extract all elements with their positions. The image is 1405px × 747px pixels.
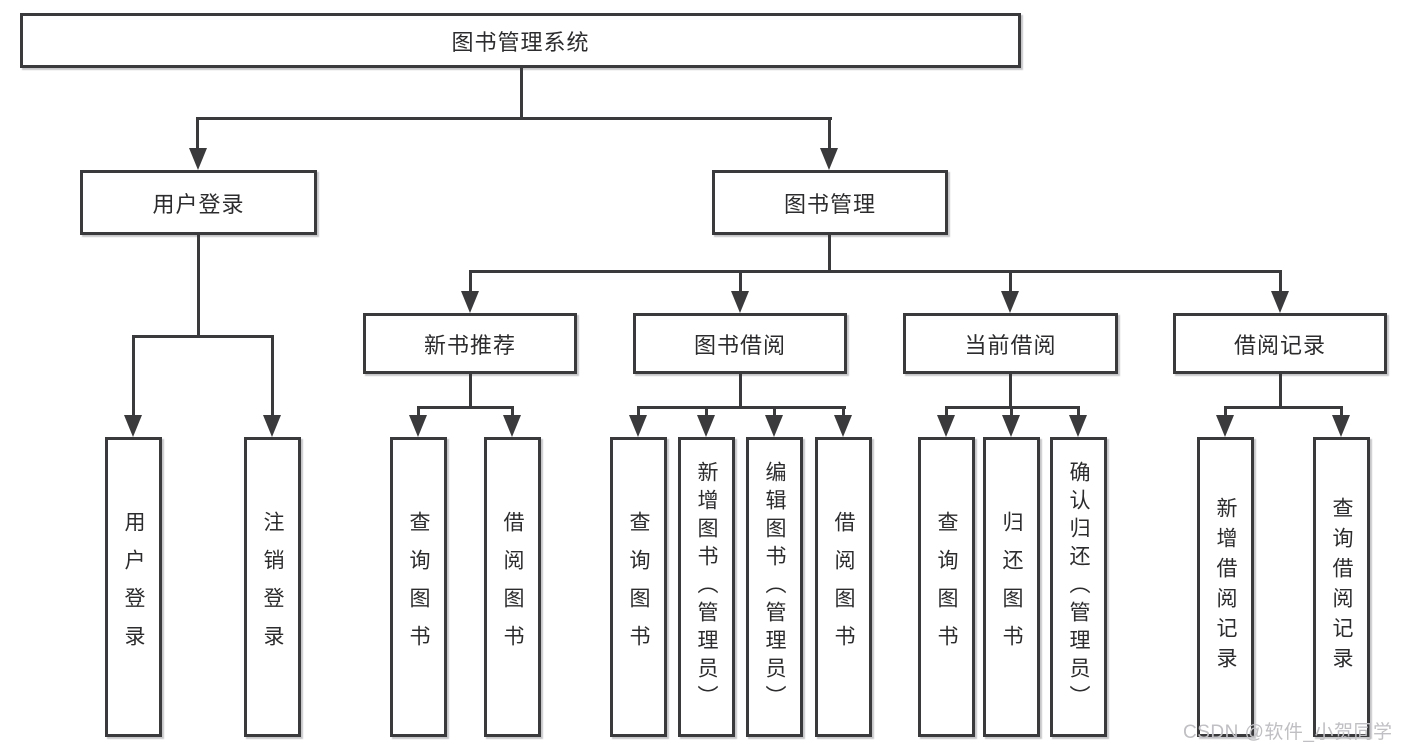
node-label: 新书推荐 [423,332,516,358]
leaf-label: 确认归还（管理员） [1067,461,1090,713]
connector-line [417,406,514,409]
arrow-down-icon [189,148,207,170]
arrow-down-icon [1001,291,1019,313]
node-new-book-recommend: 新书推荐 [363,313,577,374]
connector-line [1279,374,1282,408]
connector-line [1010,406,1013,417]
connector-line [469,374,472,408]
connector-line [705,406,708,417]
leaf-logout: 注销登录 [244,437,301,737]
csdn-watermark: CSDN @软件_小贺同学 [1183,722,1393,743]
leaf-label: 注销登录 [261,511,284,663]
node-label: 借阅记录 [1233,332,1326,358]
leaf-user-login: 用户登录 [105,437,162,737]
node-user-login: 用户登录 [80,170,317,235]
arrow-down-icon [1332,415,1350,437]
leaf-label: 查询图书 [935,511,958,663]
connector-line [1224,406,1343,409]
leaf-borrow-borrow-books: 借阅图书 [815,437,872,737]
connector-line [842,406,845,417]
arrow-down-icon [629,415,647,437]
leaf-borrow-query-books: 查询图书 [610,437,667,737]
leaf-label: 查询借阅记录 [1330,497,1353,677]
connector-line [196,117,199,150]
leaf-label: 用户登录 [122,511,145,663]
arrow-down-icon [820,148,838,170]
arrow-down-icon [409,415,427,437]
arrow-down-icon [765,415,783,437]
connector-line [637,406,640,417]
node-book-borrow: 图书借阅 [633,313,847,374]
node-label: 用户登录 [152,191,245,217]
leaf-label: 新增图书（管理员） [695,461,718,713]
node-borrow-records: 借阅记录 [1173,313,1387,374]
connector-line [132,335,135,416]
connector-line [739,374,742,408]
connector-line [739,270,742,293]
connector-line [945,406,948,417]
arrow-down-icon [461,291,479,313]
connector-line [1279,270,1282,293]
leaf-label: 借阅图书 [501,511,524,663]
leaf-label: 查询图书 [627,511,650,663]
leaf-borrow-edit-books-admin: 编辑图书（管理员） [746,437,803,737]
connector-line [828,117,831,150]
node-label: 当前借阅 [964,332,1057,358]
leaf-recommend-query-books: 查询图书 [390,437,447,737]
leaf-label: 新增借阅记录 [1214,497,1237,677]
connector-line [520,68,523,119]
connector-line [1340,406,1343,417]
connector-line [1077,406,1080,417]
node-root-library-system: 图书管理系统 [20,13,1021,68]
arrow-down-icon [1002,415,1020,437]
arrow-down-icon [834,415,852,437]
connector-line [469,270,1282,273]
arrow-down-icon [263,415,281,437]
arrow-down-icon [1271,291,1289,313]
arrow-down-icon [503,415,521,437]
connector-line [637,406,846,409]
arrow-down-icon [937,415,955,437]
node-label: 图书借阅 [693,332,786,358]
connector-line [1224,406,1227,417]
leaf-records-add-record: 新增借阅记录 [1197,437,1254,737]
connector-line [196,117,832,120]
connector-line [511,406,514,417]
leaf-label: 归还图书 [1000,511,1023,663]
leaf-label: 借阅图书 [832,511,855,663]
leaf-label: 编辑图书（管理员） [763,461,786,713]
leaf-borrow-add-books-admin: 新增图书（管理员） [678,437,735,737]
arrow-down-icon [1069,415,1087,437]
node-label: 图书管理系统 [451,29,590,55]
connector-line [469,270,472,293]
leaf-current-query-books: 查询图书 [918,437,975,737]
connector-line [1009,270,1012,293]
arrow-down-icon [124,415,142,437]
connector-line [1009,374,1012,408]
leaf-current-confirm-return-admin: 确认归还（管理员） [1050,437,1107,737]
connector-line [197,235,200,337]
node-label: 图书管理 [783,191,876,217]
connector-line [828,235,831,273]
arrow-down-icon [697,415,715,437]
node-book-management: 图书管理 [712,170,948,235]
leaf-label: 查询图书 [407,511,430,663]
leaf-records-query-record: 查询借阅记录 [1313,437,1370,737]
connector-line [271,335,274,416]
connector-line [417,406,420,417]
connector-line [132,335,274,338]
arrow-down-icon [1216,415,1234,437]
leaf-current-return-books: 归还图书 [983,437,1040,737]
node-current-borrow: 当前借阅 [903,313,1118,374]
arrow-down-icon [731,291,749,313]
connector-line [773,406,776,417]
leaf-recommend-borrow-books: 借阅图书 [484,437,541,737]
